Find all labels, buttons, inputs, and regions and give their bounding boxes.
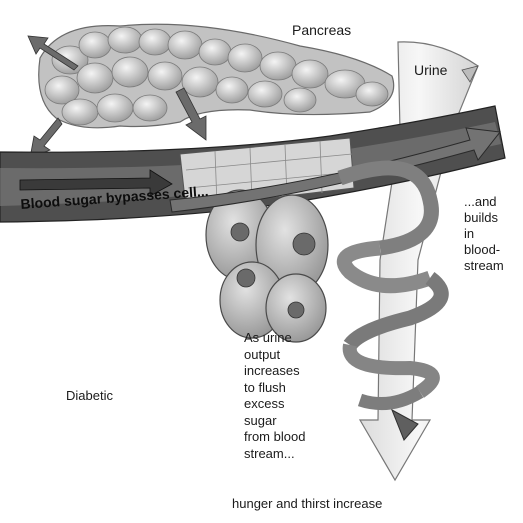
builds-in-bloodstream-label: ...and builds in blood- stream (464, 194, 504, 274)
output-line: output (244, 347, 305, 364)
beta-cells (206, 190, 328, 342)
output-line: to flush (244, 380, 305, 397)
builds-line: in (464, 226, 504, 242)
output-line: stream... (244, 446, 305, 463)
output-line: excess (244, 396, 305, 413)
cell-nucleus (237, 269, 255, 287)
pancreas-label: Pancreas (292, 22, 351, 39)
output-line: from blood (244, 429, 305, 446)
pancreas-illustration (39, 24, 394, 128)
builds-line: blood- (464, 242, 504, 258)
cell-nucleus (231, 223, 249, 241)
hunger-thirst-label: hunger and thirst increase (232, 495, 382, 512)
urine-label: Urine (414, 62, 447, 79)
output-line: increases (244, 363, 305, 380)
builds-line: ...and (464, 194, 504, 210)
urine-output-label: As urine output increases to flush exces… (244, 330, 305, 462)
builds-line: builds (464, 210, 504, 226)
cell-nucleus (288, 302, 304, 318)
output-line: As urine (244, 330, 305, 347)
diabetic-label: Diabetic (66, 387, 113, 404)
cell-nucleus (293, 233, 315, 255)
output-line: sugar (244, 413, 305, 430)
builds-line: stream (464, 258, 504, 274)
